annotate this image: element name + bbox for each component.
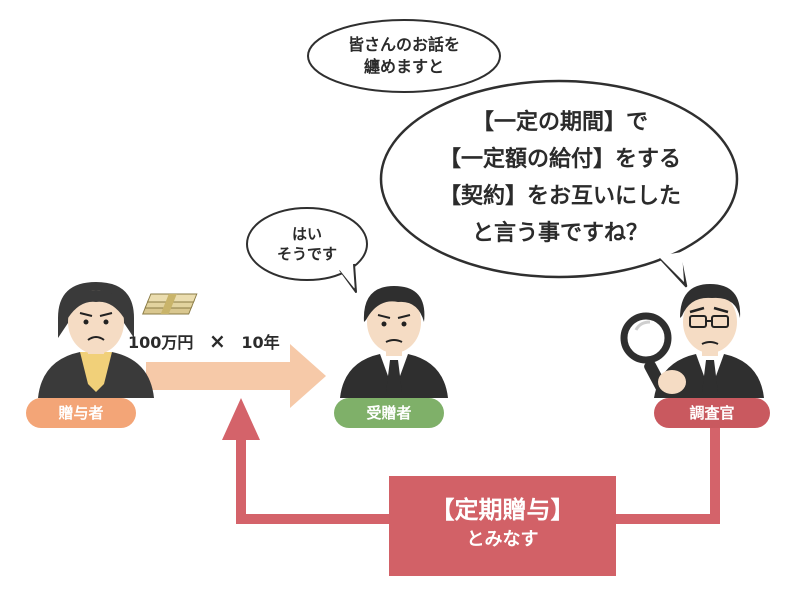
magnifying-glass-icon	[620, 312, 686, 394]
giver-label: 贈与者	[26, 398, 136, 428]
summary-bubble-text: 皆さんのお話を 纏めますと	[322, 34, 486, 78]
verdict-line-left	[236, 436, 246, 522]
investigator-label: 調査官	[654, 398, 770, 428]
verdict-title: 【定期贈与】	[430, 496, 575, 524]
transfer-times: ×	[208, 329, 226, 353]
transfer-years: 10年	[241, 333, 280, 352]
receiver-person-icon	[340, 286, 448, 398]
reply-line-2: そうです	[276, 245, 337, 263]
reply-bubble-text: はい そうです	[252, 224, 362, 264]
question-line-4: と言う事ですね？	[471, 221, 648, 246]
verdict-box	[389, 476, 616, 576]
summary-bubble	[307, 19, 501, 93]
question-bubble	[379, 79, 739, 288]
question-bubble-text: 【一定の期間】で 【一定額の給付】をする 【契約】をお互いにした と言う事ですね…	[400, 104, 720, 252]
verdict-line-right	[710, 428, 720, 524]
gift-arrow	[146, 344, 326, 408]
reply-bubble	[246, 207, 368, 293]
verdict-arrow-head	[222, 398, 260, 440]
giver-person-icon	[38, 282, 154, 398]
summary-line-2: 纏めますと	[363, 57, 444, 76]
summary-line-1: 皆さんのお話を	[347, 35, 460, 54]
transfer-amount: 100万円	[128, 333, 194, 352]
verdict-subtitle: とみなす	[466, 529, 539, 550]
question-line-3: 【契約】をお互いにした	[438, 184, 681, 209]
question-line-1: 【一定の期間】で	[471, 110, 648, 135]
money-bundle-icon	[142, 293, 198, 315]
verdict-text: 【定期贈与】 とみなす	[389, 494, 616, 554]
transfer-amount-text: 100万円 × 10年	[128, 330, 324, 354]
question-line-2: 【一定額の給付】をする	[438, 147, 681, 172]
reply-line-1: はい	[291, 225, 322, 243]
receiver-label: 受贈者	[334, 398, 444, 428]
